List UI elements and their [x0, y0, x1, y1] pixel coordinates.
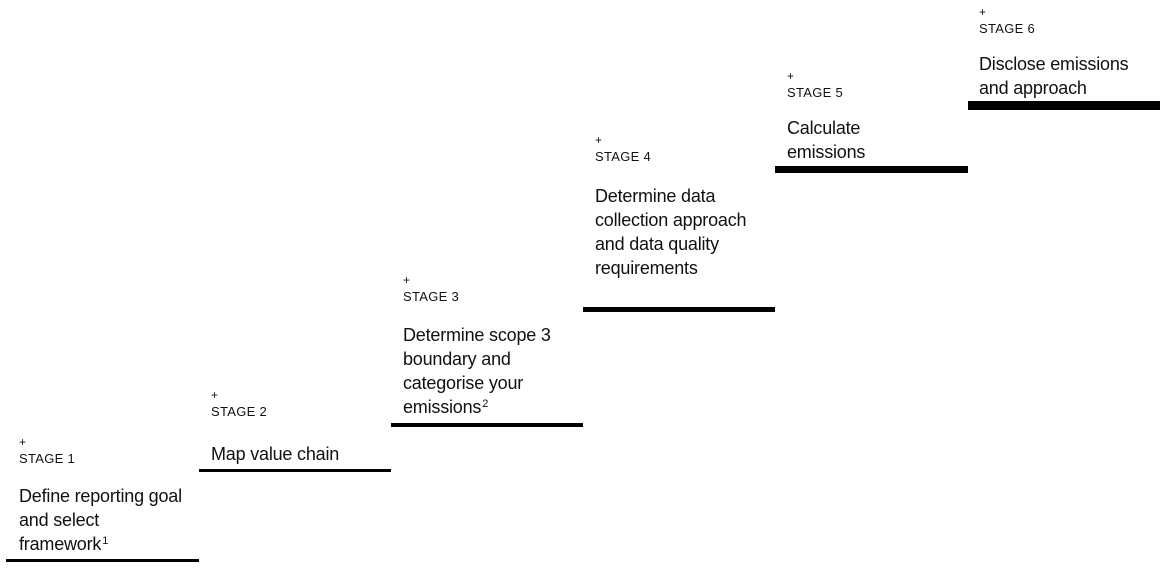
stage-5-plus-icon[interactable]: + [787, 69, 795, 83]
stage-2: + STAGE 2 Map value chain [199, 0, 391, 575]
stage-3-title-text: Determine scope 3 boundary and categoris… [403, 325, 551, 417]
stage-3: + STAGE 3 Determine scope 3 boundary and… [391, 0, 583, 575]
stage-1: + STAGE 1 Define reporting goal and sele… [6, 0, 199, 575]
stage-1-title: Define reporting goal and select framewo… [19, 484, 184, 556]
stage-2-bar [199, 469, 391, 472]
stage-6-title: Disclose emissions and approach [979, 52, 1159, 100]
stage-2-title-text: Map value chain [211, 444, 340, 464]
stage-1-bar [6, 559, 199, 562]
stage-1-footnote: 1 [102, 535, 109, 547]
stage-4-plus-icon[interactable]: + [595, 133, 603, 147]
stage-3-bar [391, 423, 583, 427]
stage-4-title-text: Determine data collection approach and d… [595, 186, 747, 278]
stage-6-bar [968, 101, 1160, 110]
stage-1-title-text: Define reporting goal and select framewo… [19, 486, 182, 554]
stage-3-label: STAGE 3 [403, 289, 460, 304]
stage-6: + STAGE 6 Disclose emissions and approac… [968, 0, 1160, 575]
stage-5-title: Calculate emissions [787, 116, 937, 164]
stage-2-plus-icon[interactable]: + [211, 388, 219, 402]
stage-4-label: STAGE 4 [595, 149, 652, 164]
stage-6-label: STAGE 6 [979, 21, 1036, 36]
stage-1-plus-icon[interactable]: + [19, 435, 27, 449]
stage-3-footnote: 2 [482, 398, 489, 410]
stage-6-title-text: Disclose emissions and approach [979, 54, 1129, 98]
stage-5-label: STAGE 5 [787, 85, 844, 100]
stage-4: + STAGE 4 Determine data collection appr… [583, 0, 775, 575]
stage-4-bar [583, 307, 775, 312]
stage-2-label: STAGE 2 [211, 404, 268, 419]
stage-3-plus-icon[interactable]: + [403, 273, 411, 287]
stage-6-plus-icon[interactable]: + [979, 5, 987, 19]
stage-5-bar [775, 166, 968, 173]
stage-1-label: STAGE 1 [19, 451, 76, 466]
stage-5: + STAGE 5 Calculate emissions [775, 0, 968, 575]
stage-3-title: Determine scope 3 boundary and categoris… [403, 323, 575, 419]
stage-2-title: Map value chain [211, 442, 381, 466]
stage-4-title: Determine data collection approach and d… [595, 184, 763, 280]
stage-5-title-text: Calculate emissions [787, 118, 866, 162]
